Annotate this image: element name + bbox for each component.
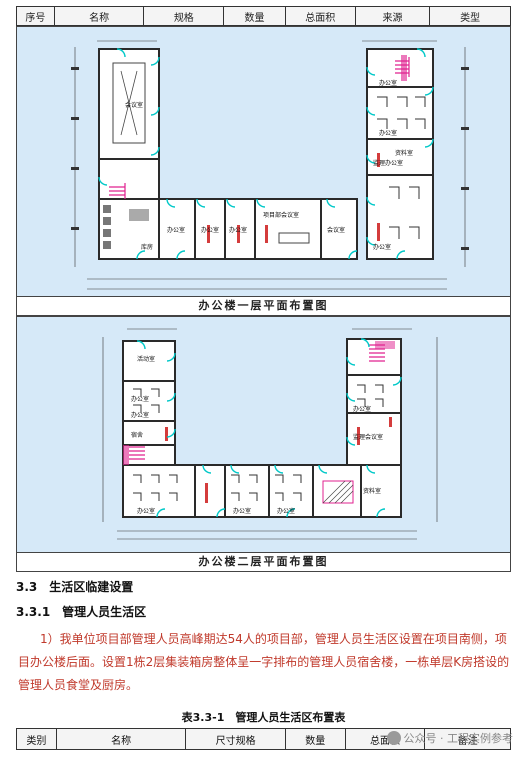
floor-plan-1: 会议室 库房 办公室 办公室 办公室 会议室 项目部会议室 办公室 办公室 资料…: [16, 26, 511, 316]
header-cell: 名称: [57, 729, 187, 749]
watermark-text: 公众号 · 工程实例参考: [403, 732, 514, 745]
header-cell: 序号: [17, 7, 55, 25]
floor-plan-1-svg: 会议室 库房 办公室 办公室 办公室 会议室 项目部会议室 办公室 办公室 资料…: [71, 40, 469, 290]
room-label: 资料室: [395, 149, 413, 157]
header-cell: 备注: [457, 735, 478, 747]
header-cell: 类别: [17, 729, 57, 749]
top-table-header: 序号 名称 规格 数量 总面积 来源 类型: [16, 6, 511, 26]
floor-plan-2-drawing: 活动室 办公室 办公室 宿舍 办公室 办公室 办公室 办公室 监理会议室 资料室: [17, 317, 510, 553]
room-label: 办公室: [373, 243, 391, 251]
section-heading-3-3: 3.3 生活区临建设置: [16, 580, 134, 594]
header-cell: 名称: [55, 7, 145, 25]
room-label: 办公室: [201, 226, 219, 234]
room-label: 会议室: [327, 226, 345, 234]
header-cell: 规格: [144, 7, 225, 25]
room-label: 办公室: [131, 411, 149, 419]
room-label: 办公室: [353, 405, 371, 413]
room-label: 办公室: [379, 129, 397, 137]
header-cell: 总面积: [286, 7, 356, 25]
table-caption: 表3.3-1 管理人员生活区布置表: [181, 711, 346, 724]
figure-caption: 办公楼一层平面布置图: [198, 299, 329, 312]
room-label: 活动室: [137, 355, 155, 363]
room-label: 资料室: [363, 487, 381, 495]
section-heading-3-3-1: 3.3.1 管理人员生活区: [16, 605, 147, 619]
floor-plan-1-drawing: 会议室 库房 办公室 办公室 办公室 会议室 项目部会议室 办公室 办公室 资料…: [17, 27, 510, 297]
header-cell: 数量: [224, 7, 286, 25]
room-label: 监理办公室: [373, 159, 403, 167]
floor-plan-2-svg: 活动室 办公室 办公室 宿舍 办公室 办公室 办公室 办公室 监理会议室 资料室: [102, 328, 438, 540]
wechat-icon: [386, 731, 401, 745]
room-label: 项目部会议室: [263, 211, 299, 219]
room-label: 监理会议室: [353, 433, 383, 441]
room-label: 办公室: [137, 507, 155, 515]
header-cell: 数量: [286, 729, 346, 749]
header-cell: 类型: [460, 12, 481, 24]
watermark: 公众号 · 工程实例参考: [386, 730, 514, 746]
room-label: 办公室: [379, 79, 397, 87]
room-label: 宿舍: [131, 431, 143, 439]
header-cell: 来源: [356, 7, 431, 25]
header-cell: 总面积: [346, 729, 426, 749]
room-label: 会议室: [125, 101, 143, 109]
room-label: 办公室: [277, 507, 295, 515]
room-label: 办公室: [131, 395, 149, 403]
room-label: 办公室: [229, 226, 247, 234]
room-label: 办公室: [233, 507, 251, 515]
room-label: 办公室: [167, 226, 185, 234]
room-label: 库房: [141, 243, 153, 251]
body-paragraph: 1）我单位项目部管理人员高峰期达54人的项目部，管理人员生活区设置在项目南侧，项…: [18, 632, 510, 692]
header-cell: 尺寸规格: [186, 729, 286, 749]
figure-caption: 办公楼二层平面布置图: [198, 555, 329, 568]
floor-plan-2: 活动室 办公室 办公室 宿舍 办公室 办公室 办公室 办公室 监理会议室 资料室…: [16, 316, 511, 572]
